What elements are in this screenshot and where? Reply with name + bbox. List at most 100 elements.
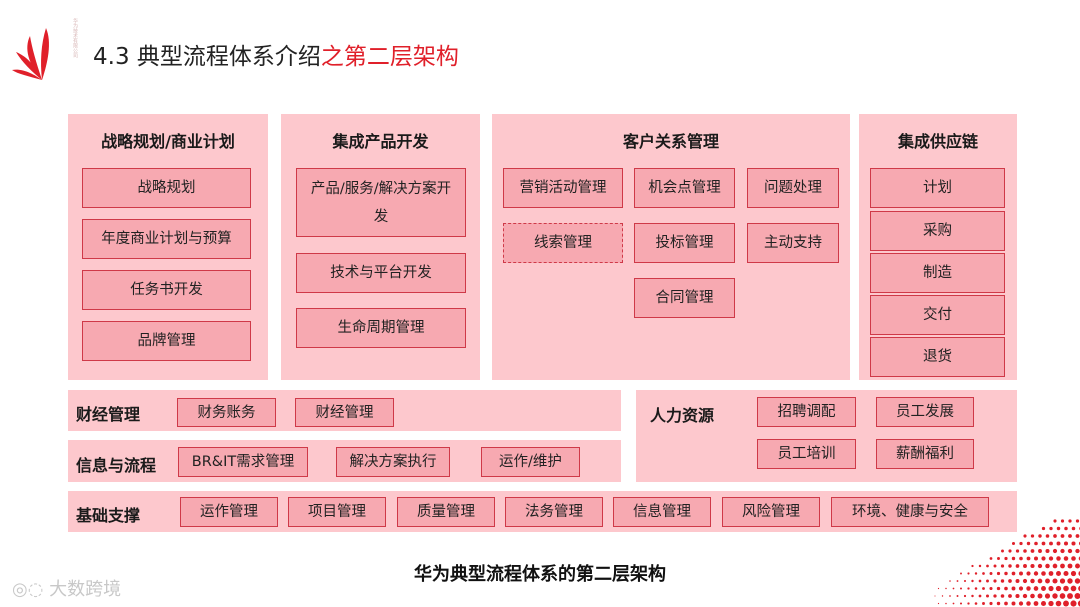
- decorative-dot: [1057, 527, 1060, 530]
- support-item: 法务管理: [505, 497, 603, 527]
- decorative-dot: [967, 587, 969, 589]
- hr-item: 员工培训: [757, 439, 856, 469]
- decorative-dot: [1067, 578, 1072, 583]
- support-item: 质量管理: [397, 497, 495, 527]
- decorative-dot: [1060, 549, 1064, 553]
- decorative-dot: [1071, 586, 1077, 592]
- support-panel: 基础支撑 运作管理 项目管理 质量管理 法务管理 信息管理 风险管理 环境、健康…: [68, 491, 1017, 532]
- decorative-dot: [975, 602, 978, 605]
- decorative-dot: [1034, 571, 1038, 575]
- decorative-dot: [1045, 593, 1050, 598]
- decorative-dot: [1067, 593, 1073, 599]
- decorative-dot: [938, 603, 939, 604]
- decorative-dot: [1046, 534, 1050, 538]
- decorative-dot: [1068, 534, 1072, 538]
- decorative-dot: [1038, 549, 1042, 553]
- decorative-dot: [1053, 534, 1057, 538]
- strategy-item: 品牌管理: [82, 321, 251, 361]
- decorative-dot: [960, 587, 962, 589]
- isc-item: 交付: [870, 295, 1005, 335]
- decorative-dot: [1061, 519, 1064, 522]
- decorative-dot: [1031, 534, 1034, 537]
- decorative-dot: [1012, 557, 1015, 560]
- decorative-dot: [1048, 601, 1053, 606]
- decorative-dot: [971, 565, 973, 567]
- decorative-dot: [1004, 602, 1008, 606]
- hr-item: 招聘调配: [757, 397, 856, 427]
- decorative-dot: [1064, 541, 1068, 545]
- decorative-dot: [1038, 579, 1043, 584]
- decorative-dot: [1061, 534, 1065, 538]
- decorative-dots-icon: [890, 517, 1080, 607]
- decorative-dot: [990, 557, 993, 560]
- decorative-dot: [1016, 564, 1020, 568]
- decorative-dot: [1019, 542, 1022, 545]
- decorative-dot: [1026, 601, 1031, 606]
- hr-item: 薪酬福利: [876, 439, 974, 469]
- finance-item: 财经管理: [295, 398, 394, 427]
- decorative-dot: [1008, 594, 1012, 598]
- decorative-dot: [1049, 527, 1052, 530]
- decorative-dot: [1042, 527, 1045, 530]
- crm-item: 投标管理: [634, 223, 735, 263]
- ipd-panel-title: 集成产品开发: [281, 128, 480, 152]
- decorative-dot: [1038, 564, 1042, 568]
- decorative-dot: [1072, 527, 1076, 531]
- decorative-dot: [1019, 601, 1023, 605]
- info-item: 解决方案执行: [336, 447, 450, 477]
- decorative-dot: [964, 595, 966, 597]
- decorative-dot: [1056, 571, 1061, 576]
- decorative-dot: [1041, 571, 1046, 576]
- decorative-dot: [1068, 519, 1071, 522]
- decorative-dot: [982, 602, 985, 605]
- strategy-panel: 战略规划/商业计划 战略规划 年度商业计划与预算 任务书开发 品牌管理: [68, 114, 268, 380]
- decorative-dot: [1063, 571, 1068, 576]
- decorative-dot: [975, 587, 978, 590]
- decorative-dot: [989, 587, 992, 590]
- decorative-dot: [1071, 571, 1076, 576]
- decorative-dot: [1038, 594, 1043, 599]
- info-panel: 信息与流程 BR&IT需求管理 解决方案执行 运作/维护: [68, 440, 621, 482]
- decorative-dot: [1023, 594, 1027, 598]
- decorative-dot: [1026, 571, 1030, 575]
- decorative-dot: [1016, 549, 1019, 552]
- decorative-dot: [960, 602, 962, 604]
- decorative-dot: [1064, 556, 1069, 561]
- decorative-dot: [1004, 572, 1007, 575]
- decorative-dot: [1068, 564, 1073, 569]
- decorative-dot: [979, 595, 982, 598]
- decorative-dot: [994, 565, 997, 568]
- decorative-dot: [1008, 549, 1011, 552]
- decorative-dot: [1004, 557, 1007, 560]
- decorative-dot: [1045, 564, 1050, 569]
- decorative-dot: [1034, 542, 1038, 546]
- decorative-dot: [986, 565, 989, 568]
- decorative-dot: [1015, 594, 1019, 598]
- finance-item: 财务账务: [177, 398, 276, 427]
- decorative-dot: [993, 594, 996, 597]
- page-title-main: 4.3 典型流程体系介绍: [93, 44, 321, 70]
- crm-item: 合同管理: [634, 278, 735, 318]
- decorative-dot: [1026, 586, 1030, 590]
- ipd-item: 生命周期管理: [296, 308, 466, 348]
- decorative-dot: [982, 587, 985, 590]
- decorative-dot: [1056, 556, 1060, 560]
- decorative-dot: [1031, 549, 1035, 553]
- decorative-dot: [1063, 601, 1069, 607]
- decorative-dot: [1012, 602, 1016, 606]
- watermark-icon: ◎◌: [12, 579, 43, 600]
- decorative-dot: [1068, 549, 1072, 553]
- decorative-dot: [957, 595, 959, 597]
- finance-label: 财经管理: [76, 401, 140, 425]
- decorative-dot: [1027, 542, 1030, 545]
- decorative-dot: [1008, 564, 1011, 567]
- decorative-dot: [1023, 549, 1027, 553]
- decorative-dot: [1012, 572, 1016, 576]
- decorative-dot: [1063, 586, 1069, 592]
- decorative-dot: [1019, 572, 1023, 576]
- crm-item: 机会点管理: [634, 168, 735, 208]
- decorative-dot: [975, 572, 977, 574]
- decorative-dot: [1041, 556, 1045, 560]
- isc-panel-title: 集成供应链: [859, 128, 1017, 152]
- decorative-dot: [1016, 579, 1020, 583]
